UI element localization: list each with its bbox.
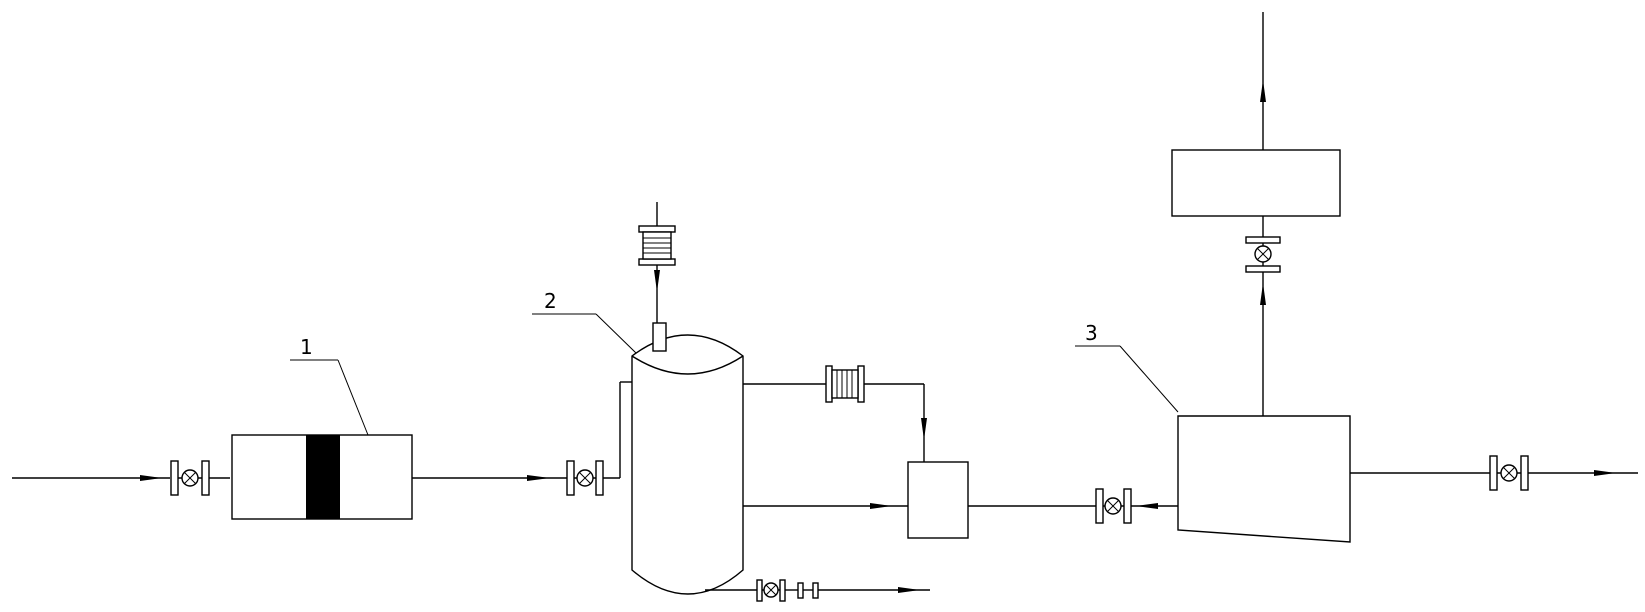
upper-unit — [1171, 149, 1341, 217]
gate-valve-icon — [756, 579, 786, 602]
equipment-2-vertical-tank — [631, 334, 744, 595]
leader-line-1 — [290, 359, 369, 436]
flow-arrow-icon — [1260, 80, 1266, 102]
flow-arrow-icon — [870, 503, 892, 509]
item-label-3: 3 — [1085, 321, 1098, 345]
flow-arrow-icon — [898, 587, 920, 593]
leader-line-2 — [532, 313, 637, 354]
equipment-1-filter — [231, 434, 413, 520]
leader-line-3 — [1075, 345, 1179, 413]
equipment-3-unit — [1177, 415, 1351, 543]
gate-valve-icon — [170, 460, 210, 496]
check-fitting-icon — [797, 582, 819, 599]
gate-valve-icon — [1245, 236, 1281, 273]
item-label-2: 2 — [544, 289, 557, 313]
flow-arrow-icon — [1136, 503, 1158, 509]
flow-arrow-icon — [921, 418, 927, 440]
flow-arrow-icon — [1594, 470, 1616, 476]
flow-arrow-icon — [140, 475, 162, 481]
gate-valve-icon — [1489, 455, 1529, 491]
item-label-1: 1 — [300, 335, 313, 359]
flexible-coupling-icon — [638, 225, 676, 266]
flow-arrow-icon — [654, 270, 660, 292]
top-nozzle — [652, 322, 667, 352]
gate-valve-icon — [566, 460, 604, 496]
flexible-coupling-icon — [825, 365, 865, 403]
intermediate-unit — [907, 461, 969, 539]
flow-arrow-icon — [1260, 283, 1266, 305]
flow-arrow-icon — [527, 475, 550, 481]
gate-valve-icon — [1095, 488, 1132, 524]
